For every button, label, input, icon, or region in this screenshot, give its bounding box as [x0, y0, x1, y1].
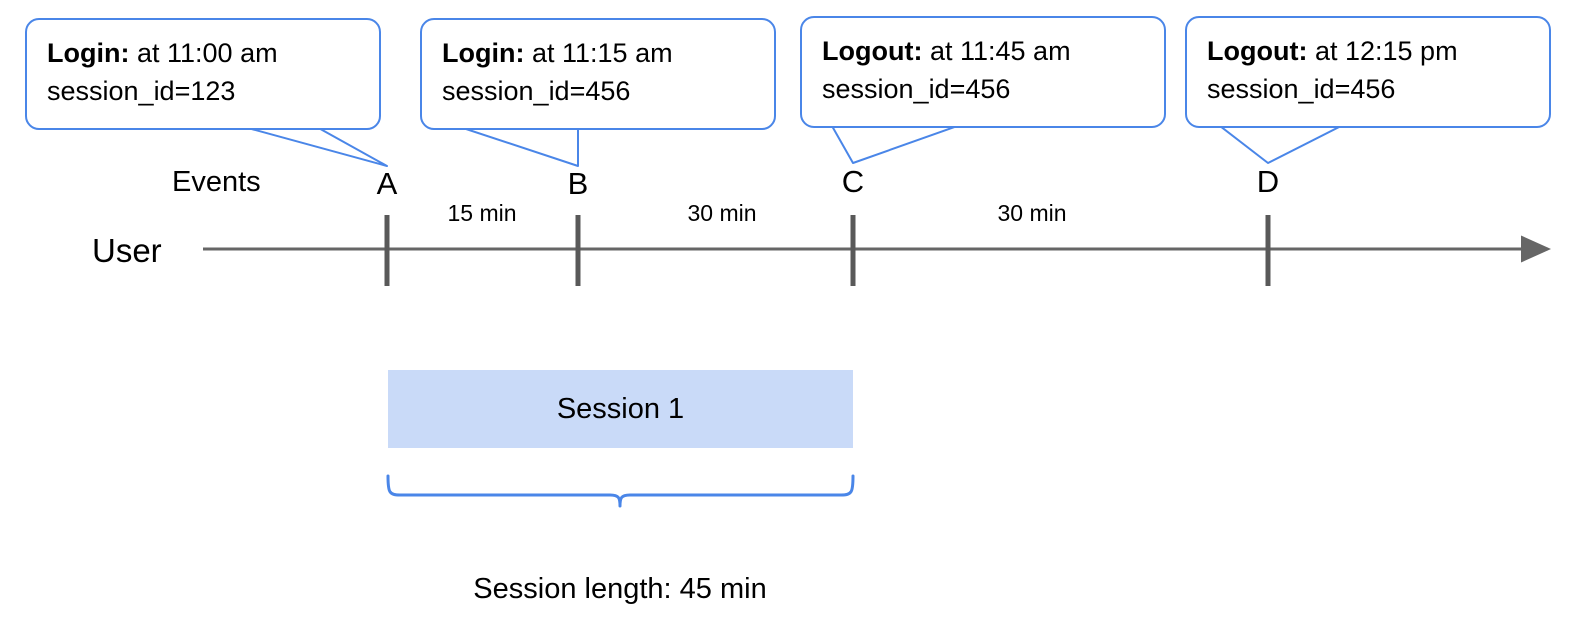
session-bar-label: Session 1	[556, 392, 685, 425]
callout-tail-c	[831, 123, 964, 164]
events-row-label: Events	[172, 166, 261, 198]
callout-tail-a	[247, 125, 388, 167]
event-letter-c: C	[841, 164, 865, 199]
callout-a-type: Login:	[47, 38, 130, 68]
interval-label-cd: 30 min	[997, 200, 1067, 226]
callout-tail-b	[459, 125, 579, 167]
callout-d[interactable]: Logout: at 12:15 pm session_id=456	[1185, 16, 1551, 128]
event-letter-b: B	[567, 166, 589, 201]
callout-b-line1: Login: at 11:15 am	[442, 34, 754, 72]
interval-label-ab: 15 min	[447, 200, 517, 226]
callout-b-type: Login:	[442, 38, 525, 68]
callout-c-line1: Logout: at 11:45 am	[822, 32, 1144, 70]
callout-d-time: at 12:15 pm	[1314, 36, 1458, 66]
callout-b[interactable]: Login: at 11:15 am session_id=456	[420, 18, 776, 130]
callout-c[interactable]: Logout: at 11:45 am session_id=456	[800, 16, 1166, 128]
callout-a-line1: Login: at 11:00 am	[47, 34, 359, 72]
callout-a-time: at 11:00 am	[136, 38, 278, 68]
callout-d-type: Logout:	[1207, 36, 1308, 66]
callout-d-line1: Logout: at 12:15 pm	[1207, 32, 1529, 70]
callout-b-session: session_id=456	[442, 76, 631, 107]
event-letter-a: A	[376, 166, 398, 201]
callout-d-session: session_id=456	[1207, 74, 1396, 105]
event-letter-d: D	[1256, 164, 1280, 199]
callout-a[interactable]: Login: at 11:00 am session_id=123	[25, 18, 381, 130]
user-row-label: User	[92, 232, 162, 269]
callout-tail-d	[1219, 123, 1346, 164]
callout-c-type: Logout:	[822, 36, 923, 66]
interval-label-bc: 30 min	[687, 200, 757, 226]
callout-b-time: at 11:15 am	[531, 38, 673, 68]
session-brace	[386, 474, 855, 508]
session-bar[interactable]: Session 1	[388, 370, 853, 448]
callout-c-session: session_id=456	[822, 74, 1011, 105]
session-length-label: Session length: 45 min	[473, 573, 767, 605]
callout-c-time: at 11:45 am	[929, 36, 1071, 66]
callout-a-session: session_id=123	[47, 76, 236, 107]
